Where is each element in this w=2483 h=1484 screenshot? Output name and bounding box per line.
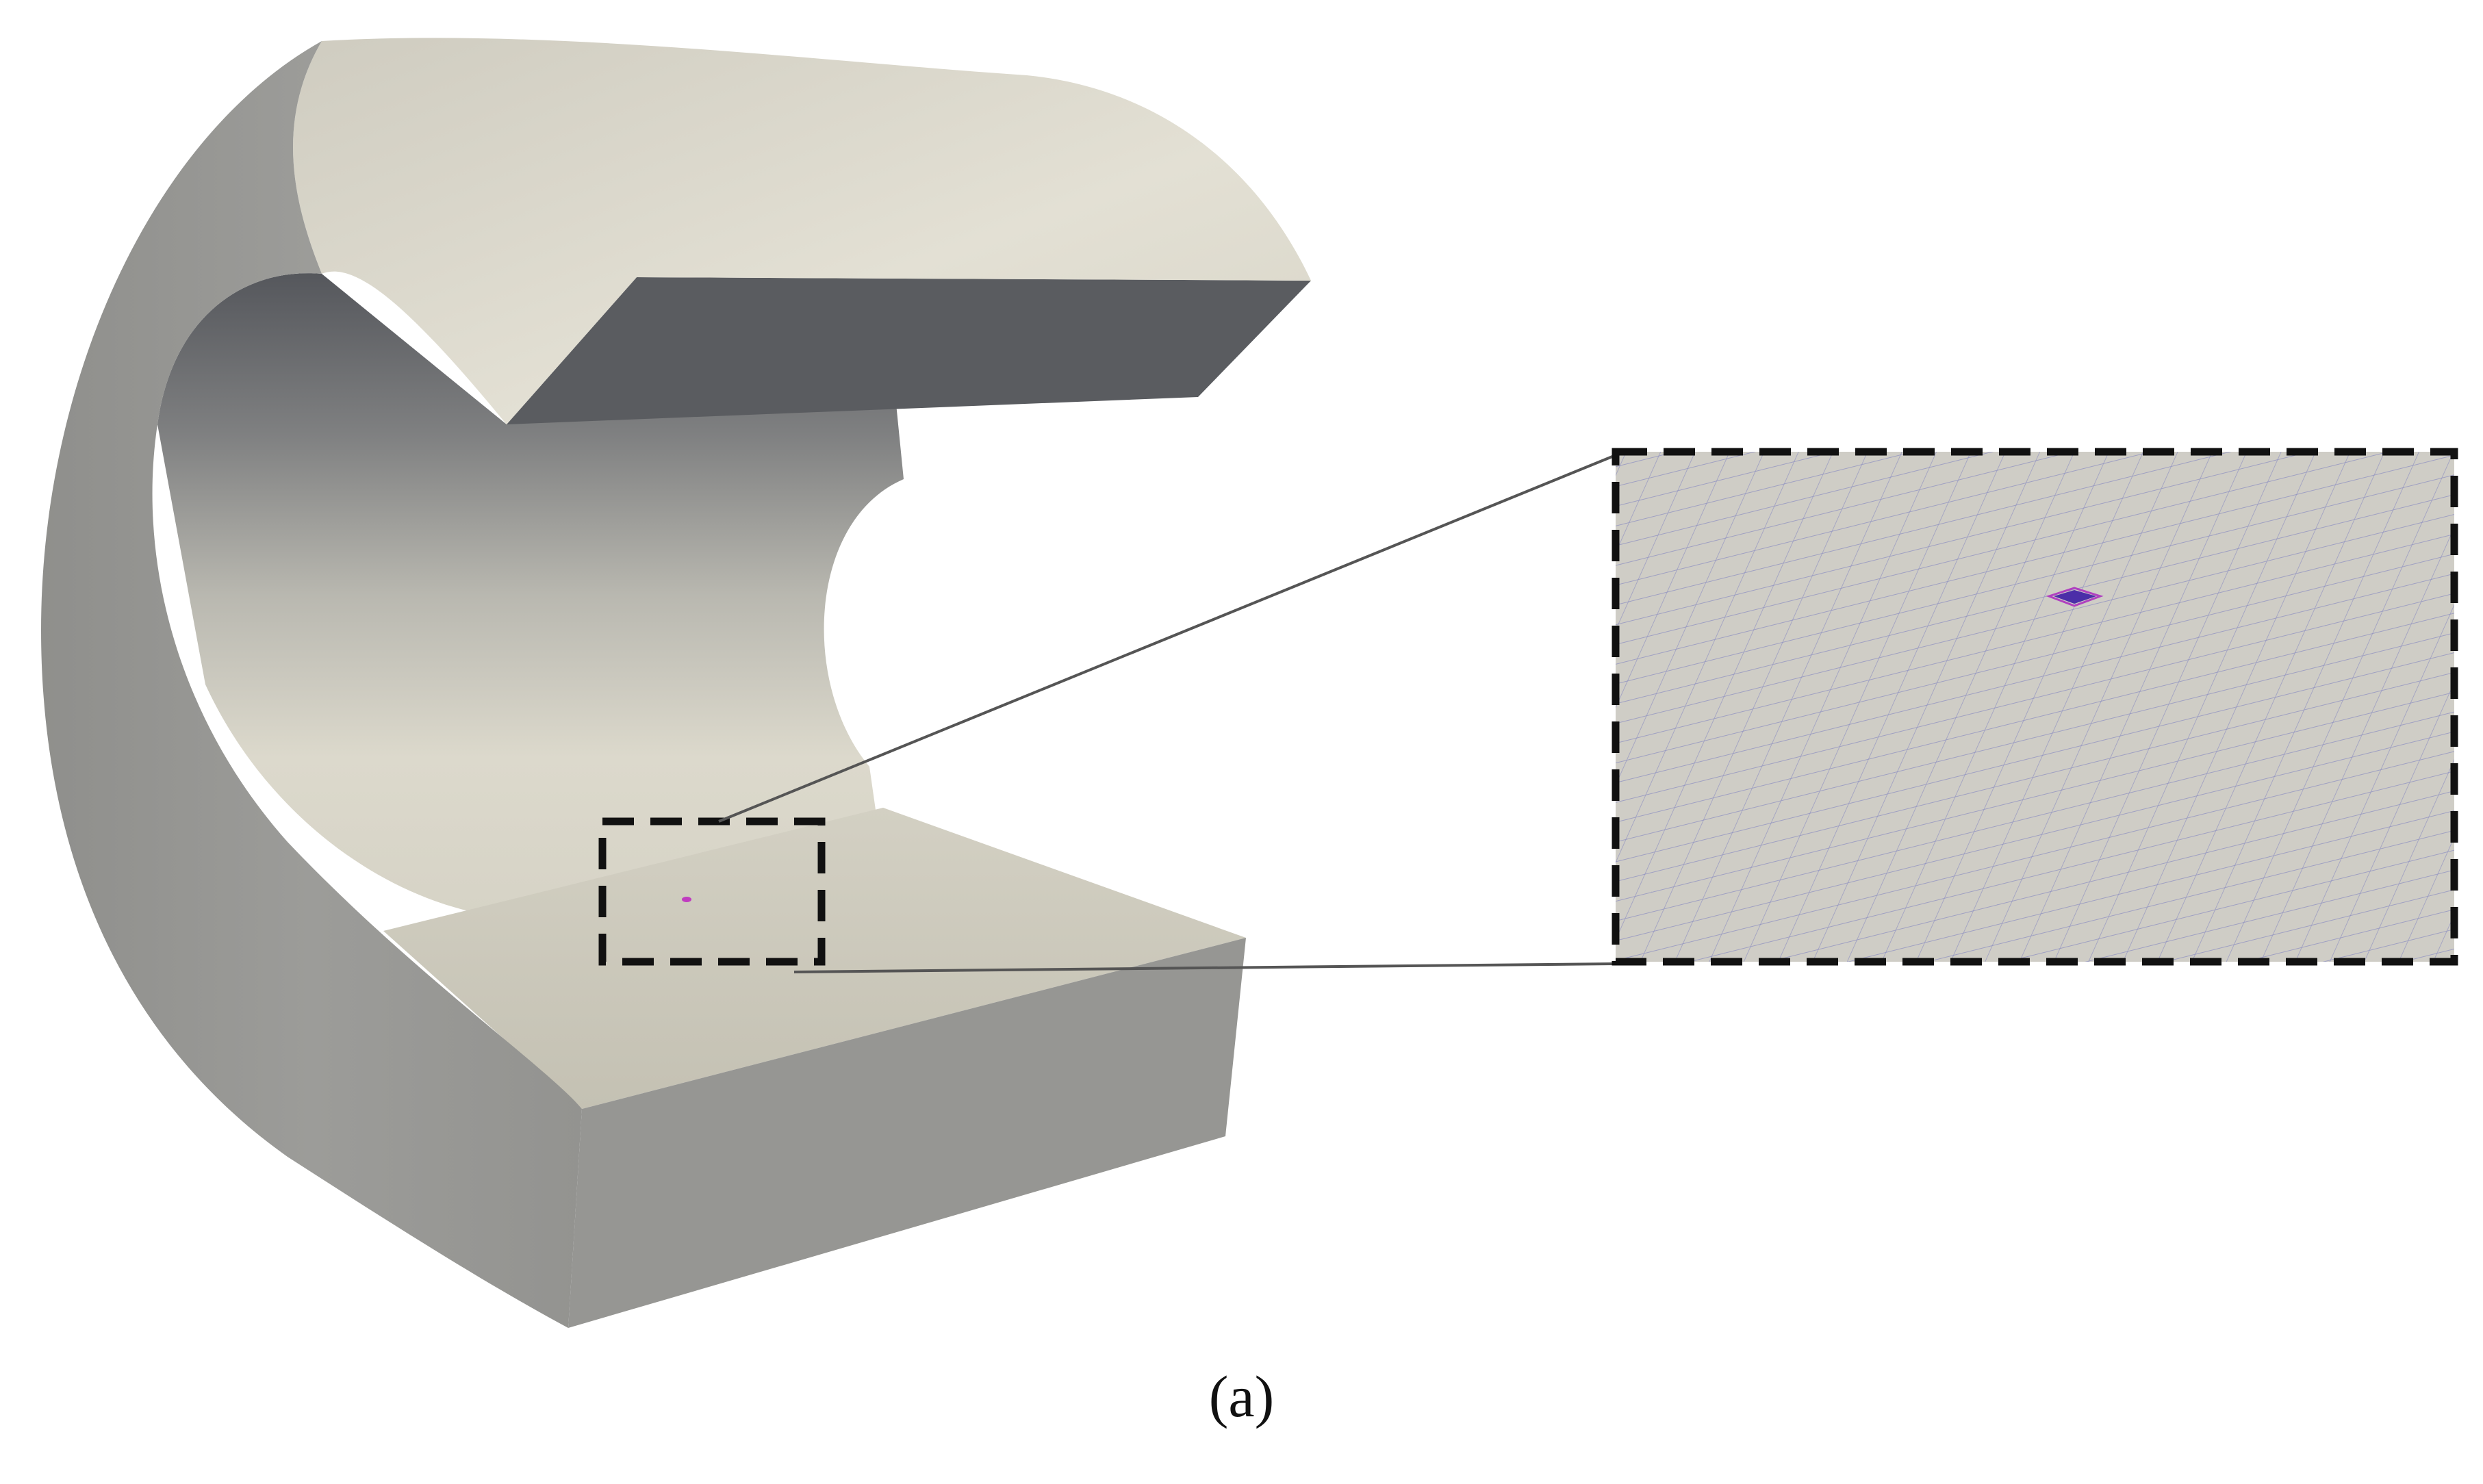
inset-defect-marker [2054, 590, 2096, 604]
inner-surface [157, 273, 904, 919]
inset-defect-halo [2046, 587, 2104, 607]
outer-end-wall [41, 41, 582, 1328]
figure-caption: (a) [1208, 1364, 1275, 1429]
bottom-ledge-front [568, 938, 1246, 1328]
leader-line-bottom [793, 962, 1616, 973]
top-cut-face [507, 277, 1311, 424]
leader-line-top [718, 454, 1616, 823]
top-surface [293, 38, 1312, 425]
dashed-selection-box [598, 817, 826, 966]
defect-marker [682, 897, 691, 902]
c-shaped-shell [41, 38, 1312, 1328]
inset-mesh-b [1616, 452, 2454, 962]
magnified-mesh-inset [1612, 448, 2458, 966]
